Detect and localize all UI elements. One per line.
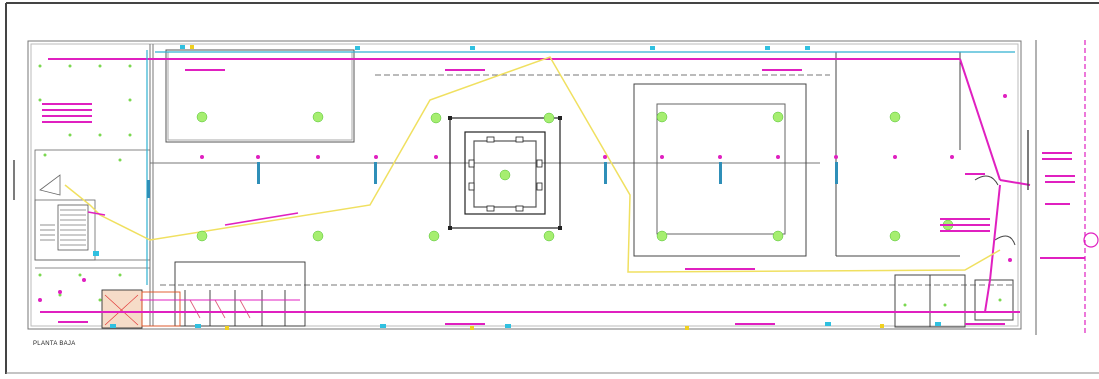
vertical-street-labels	[13, 130, 1029, 200]
cyan-line	[146, 50, 1015, 285]
magenta-network	[40, 58, 1031, 313]
small-green-dots	[38, 64, 1002, 307]
service-rooms	[101, 261, 306, 329]
building-walls	[27, 40, 1022, 330]
street	[1035, 40, 1099, 335]
magenta-dots	[38, 94, 1012, 302]
left-rooms	[34, 149, 151, 269]
courtyard-structure	[448, 116, 562, 230]
green-fixtures	[196, 111, 954, 242]
cyan-markers	[93, 45, 941, 328]
rotated-labels	[87, 211, 299, 226]
yellow-route	[64, 56, 1001, 273]
blue-fixtures	[147, 162, 838, 198]
annotation-labels	[42, 69, 1085, 325]
yellow-markers	[190, 45, 884, 330]
drawing-title: PLANTA BAJA	[33, 341, 76, 347]
